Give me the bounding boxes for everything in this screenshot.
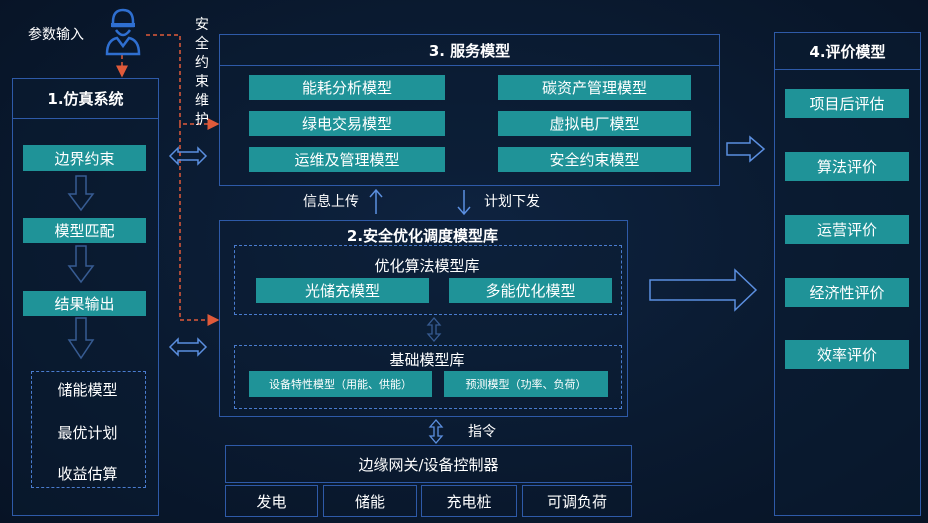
edge-gateway-box: 边缘网关/设备控制器 [225, 445, 632, 483]
sim-output-group [31, 371, 146, 488]
input-to-library-dashed-arrow [179, 124, 220, 326]
base-library-group [234, 345, 622, 409]
eval-algorithm: 算法评价 [785, 152, 909, 181]
sim-step-result-output: 结果输出 [23, 291, 146, 316]
device-storage: 储能 [323, 485, 417, 517]
dispatch-label: 计划下发 [484, 194, 540, 210]
algo-pv-storage-charge: 光储充模型 [256, 278, 429, 303]
service-to-eval-arrow [726, 135, 766, 163]
service-ops-management: 运维及管理模型 [249, 147, 445, 172]
sim-step-model-match: 模型匹配 [23, 218, 146, 243]
command-label: 指令 [468, 424, 496, 440]
dispatch-arrow [457, 190, 471, 216]
library-to-eval-arrow [649, 268, 758, 312]
eval-efficiency: 效率评价 [785, 340, 909, 369]
sim-output-revenue-estimate: 收益估算 [57, 464, 118, 483]
base-library-title: 基础模型库 [389, 350, 465, 369]
base-forecast-model: 预测模型（功率、负荷） [444, 371, 608, 397]
device-generation: 发电 [225, 485, 318, 517]
service-model-title: 3. 服务模型 [220, 35, 719, 66]
safety-maintenance-label: 安 全 约 束 维 护 [195, 17, 209, 128]
sim-output-optimal-plan: 最优计划 [57, 423, 118, 442]
algo-multi-energy: 多能优化模型 [449, 278, 612, 303]
user-icon [105, 8, 141, 56]
service-safety-constraint: 安全约束模型 [498, 147, 691, 172]
upload-arrow [369, 188, 383, 214]
sim-step-boundary: 边界约束 [23, 145, 146, 171]
service-carbon-asset: 碳资产管理模型 [498, 75, 691, 100]
sim-down-arrow [67, 175, 95, 360]
eval-operation: 运营评价 [785, 215, 909, 244]
base-device-characteristic: 设备特性模型（用能、供能） [249, 371, 432, 397]
eval-post-project: 项目后评估 [785, 89, 909, 118]
service-green-trading: 绿电交易模型 [249, 111, 445, 136]
upload-label: 信息上传 [303, 194, 359, 210]
device-adjustable-load: 可调负荷 [522, 485, 632, 517]
algo-library-title: 优化算法模型库 [374, 256, 480, 275]
eval-economic: 经济性评价 [785, 278, 909, 307]
sim-output-storage-model: 储能模型 [57, 380, 118, 399]
service-virtual-plant: 虚拟电厂模型 [498, 111, 691, 136]
param-input-label: 参数输入 [28, 27, 84, 43]
model-library-title: 2.安全优化调度模型库 [346, 226, 499, 245]
algo-library-group [234, 245, 622, 315]
vertical-bidirectional-arrow [426, 317, 444, 444]
evaluation-model-title: 4.评价模型 [775, 33, 920, 70]
bidirectional-arrow [168, 146, 208, 357]
simulation-system-title: 1.仿真系统 [13, 79, 158, 119]
device-charging-pile: 充电桩 [421, 485, 517, 517]
input-to-service-dashed-arrow [146, 34, 220, 130]
service-energy-analysis: 能耗分析模型 [249, 75, 445, 100]
